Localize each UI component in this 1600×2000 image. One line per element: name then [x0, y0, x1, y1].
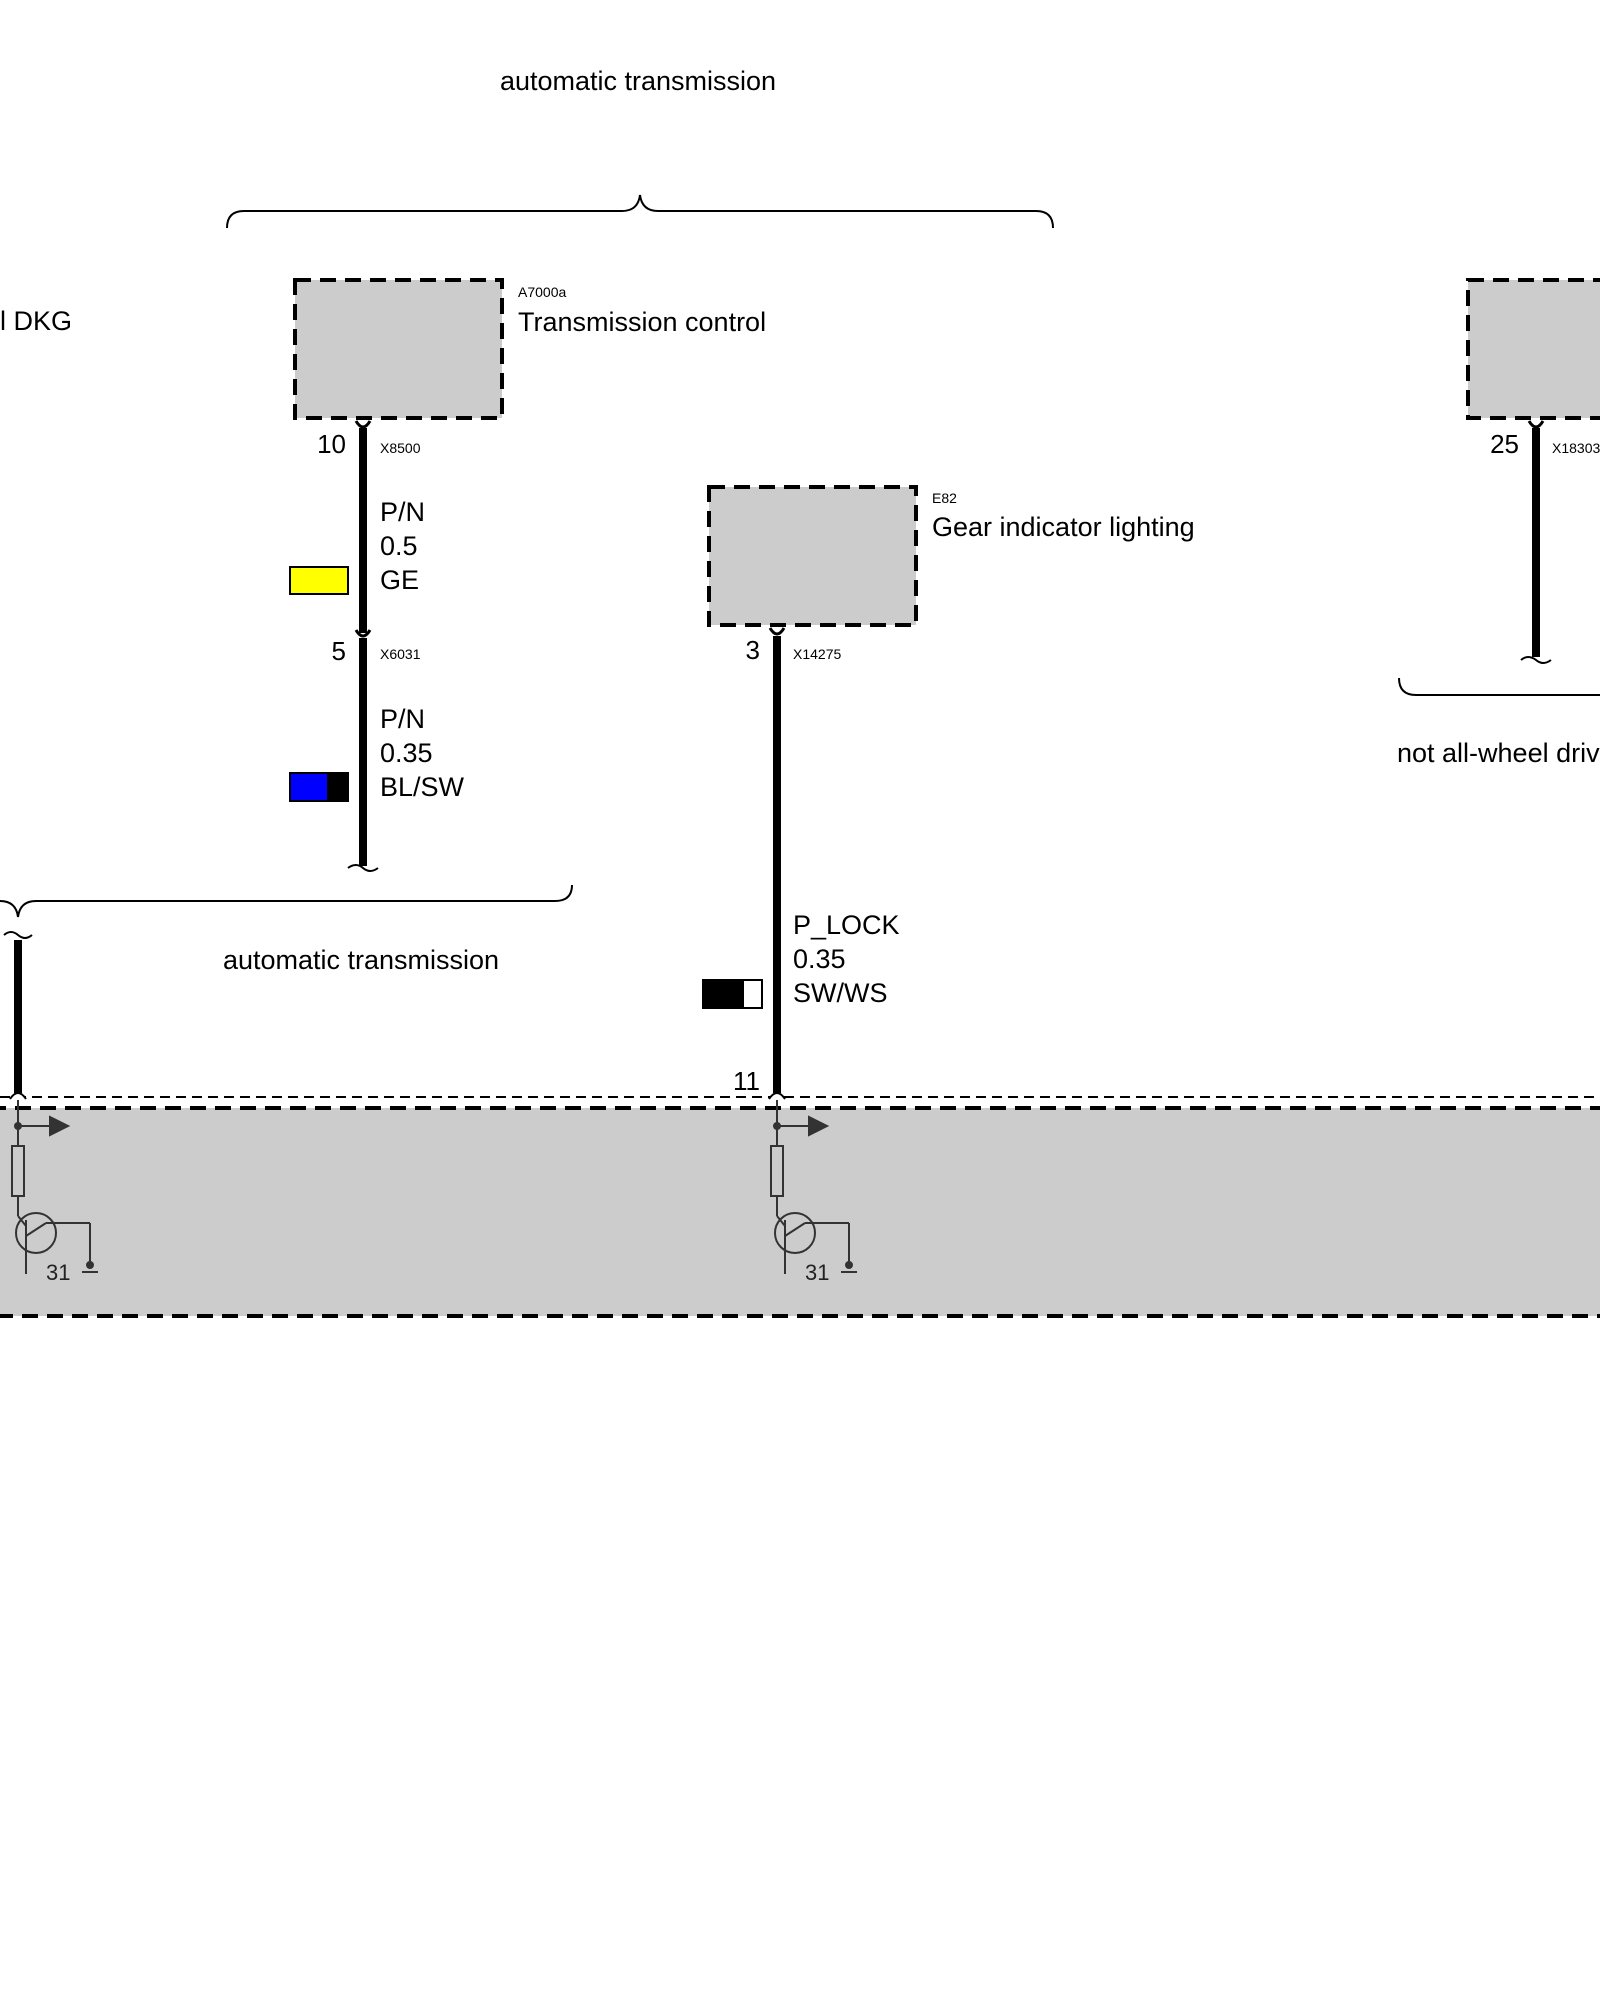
- wire-1-color: GE: [380, 565, 419, 595]
- wire-3-color: SW/WS: [793, 978, 888, 1008]
- main-connector-pin: 11: [733, 1066, 760, 1096]
- wire-3-color-swatch-b: [742, 979, 763, 1009]
- gear-indicator-code: E82: [932, 490, 957, 506]
- connector-x6031-code: X6031: [380, 646, 421, 662]
- top-brace: [226, 194, 1054, 229]
- connector-x18303-code: X18303: [1552, 440, 1600, 456]
- left-partial-label: l DKG: [0, 306, 72, 336]
- wire-3-color-swatch-a: [702, 979, 744, 1009]
- connector-x8500-code: X8500: [380, 440, 421, 456]
- transmission-control-name: Transmission control: [518, 307, 766, 337]
- gear-indicator-box: [707, 485, 918, 627]
- bottom-left-brace: [0, 884, 573, 918]
- left-wire-break-symbol: [3, 931, 33, 939]
- connector-x6031-symbol: [354, 629, 372, 638]
- main-module-box: [0, 1106, 1600, 1318]
- connector-x14275-code: X14275: [793, 646, 841, 662]
- transmission-control-code: A7000a: [518, 284, 566, 300]
- wire-2-signal: P/N: [380, 704, 425, 734]
- connector-x14275-symbol: [768, 627, 786, 636]
- wire-1-signal: P/N: [380, 497, 425, 527]
- wire-2-size: 0.35: [380, 738, 433, 768]
- wire-3-size: 0.35: [793, 944, 846, 974]
- connector-x6031-pin: 5: [332, 636, 346, 666]
- left-ground-label: 31: [46, 1260, 70, 1285]
- connector-x14275-pin: 3: [746, 635, 760, 665]
- wire-2-color-swatch-a: [289, 772, 329, 802]
- main-internal-circuit: [770, 1100, 857, 1274]
- right-brace-label: not all-wheel drive: [1397, 738, 1600, 768]
- wire-1-size: 0.5: [380, 531, 418, 561]
- wire-2-color-swatch-b: [327, 772, 349, 802]
- right-brace: [1398, 677, 1600, 696]
- left-bus-pin-marker: [9, 1092, 27, 1100]
- bottom-left-brace-label: automatic transmission: [223, 945, 499, 975]
- wire-1-color-swatch: [289, 566, 349, 595]
- main-bus-pin-marker: [768, 1092, 786, 1100]
- wire-2-color: BL/SW: [380, 772, 465, 802]
- transmission-control-box: [293, 278, 504, 420]
- left-internal-circuit: [11, 1100, 98, 1274]
- gear-indicator-name: Gear indicator lighting: [932, 512, 1195, 542]
- right-wire-break-symbol: [1520, 656, 1552, 664]
- connector-x8500-pin: 10: [317, 429, 346, 459]
- connector-x18303-pin: 25: [1490, 429, 1519, 459]
- main-ground-label: 31: [805, 1260, 829, 1285]
- wire-3-signal: P_LOCK: [793, 910, 900, 940]
- connector-x8500-symbol: [354, 420, 372, 429]
- right-partial-box: [1466, 278, 1600, 420]
- wire-2-break-symbol: [347, 864, 379, 872]
- connector-x18303-symbol: [1527, 420, 1545, 429]
- top-brace-label: automatic transmission: [500, 66, 776, 96]
